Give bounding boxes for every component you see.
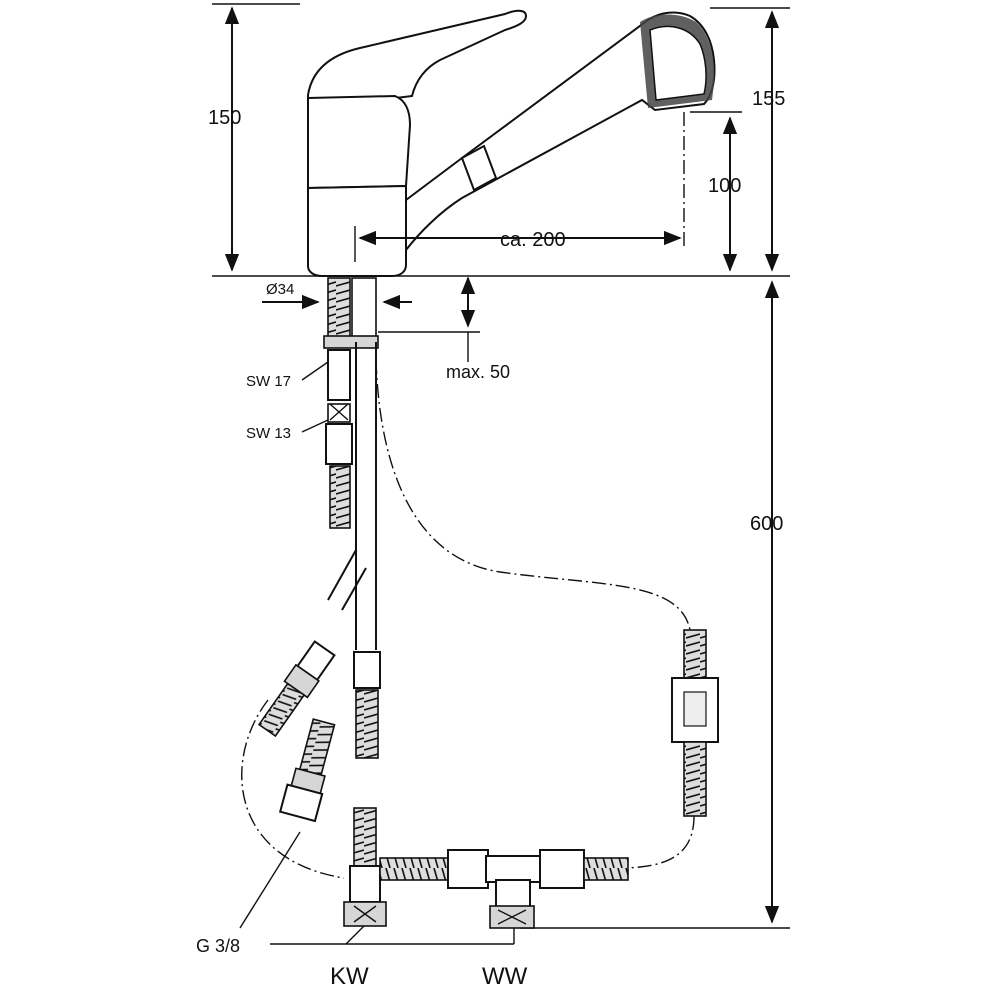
- thread-connector: [278, 718, 336, 823]
- sw17-fitting: [327, 349, 351, 401]
- leader-lines: [239, 361, 515, 945]
- mounting-nut: [323, 335, 379, 349]
- hose-coil-upper: [329, 465, 351, 529]
- dim-height-total: 155: [752, 88, 785, 110]
- faucet-body: [307, 9, 716, 277]
- label-thread: G 3/8: [196, 936, 240, 956]
- label-sw17: SW 17: [246, 373, 291, 390]
- label-sw13: SW 13: [246, 425, 291, 442]
- dimension-lines: [212, 3, 790, 929]
- sw13-fitting: [325, 423, 353, 465]
- spray-head-face: [649, 25, 707, 101]
- lever-handle: [307, 9, 528, 102]
- faucet-base: [307, 184, 407, 277]
- upper-body: [307, 94, 412, 190]
- dim-reach: ca. 200: [500, 229, 566, 251]
- dim-diameter: Ø34: [266, 281, 294, 298]
- dim-height-body: 150: [208, 107, 241, 129]
- shank-assembly: [257, 277, 381, 823]
- spout-sleeve: [460, 144, 498, 192]
- diagonal-fitting: [257, 640, 336, 738]
- dim-max-thickness: max. 50: [446, 362, 510, 382]
- dim-height-spout: 100: [708, 175, 741, 197]
- spout-arm: [405, 11, 716, 253]
- label-cold-water: KW: [330, 963, 369, 990]
- straight-fitting: [353, 651, 381, 689]
- mixing-tee-assembly: [343, 807, 629, 929]
- label-warm-water: WW: [482, 963, 528, 990]
- dim-hose-length: 600: [750, 513, 783, 535]
- pullout-hose: [241, 359, 719, 879]
